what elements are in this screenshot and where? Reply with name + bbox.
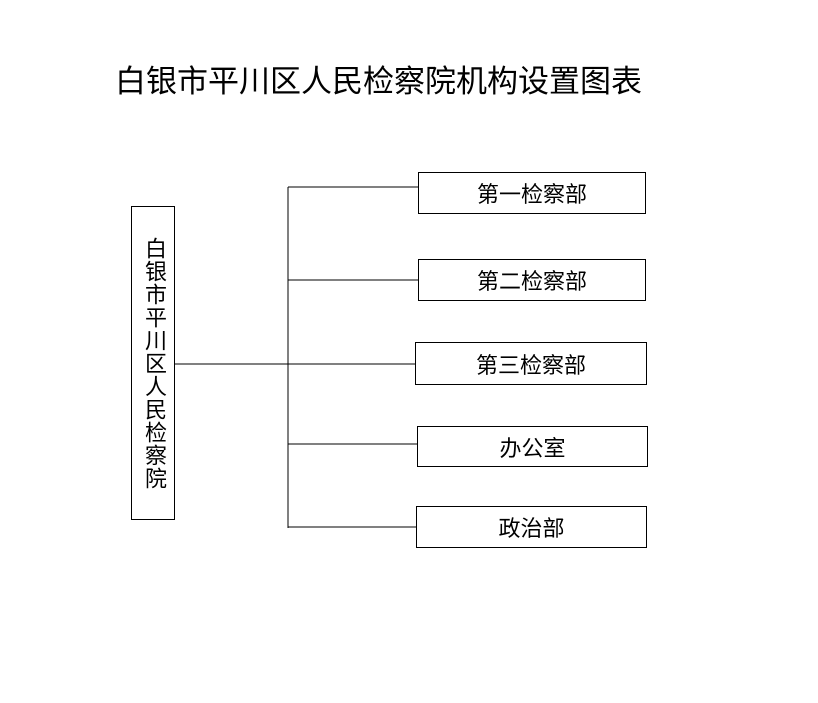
root-node: 白银市平川区人民检察院 [131,206,175,520]
department-label: 第二检察部 [476,270,587,295]
department-label: 政治部 [498,517,565,542]
root-node-label: 白银市平川区人民检察院 [141,236,166,490]
chart-title: 白银市平川区人民检察院机构设置图表 [115,64,642,100]
department-node: 政治部 [416,506,647,548]
department-label: 第一检察部 [476,183,587,208]
department-label: 办公室 [499,436,566,462]
department-node: 第一检察部 [418,172,646,214]
department-node: 第二检察部 [418,259,646,301]
department-label: 第三检察部 [475,353,586,379]
department-node: 第三检察部 [415,342,647,385]
department-node: 办公室 [417,426,648,467]
